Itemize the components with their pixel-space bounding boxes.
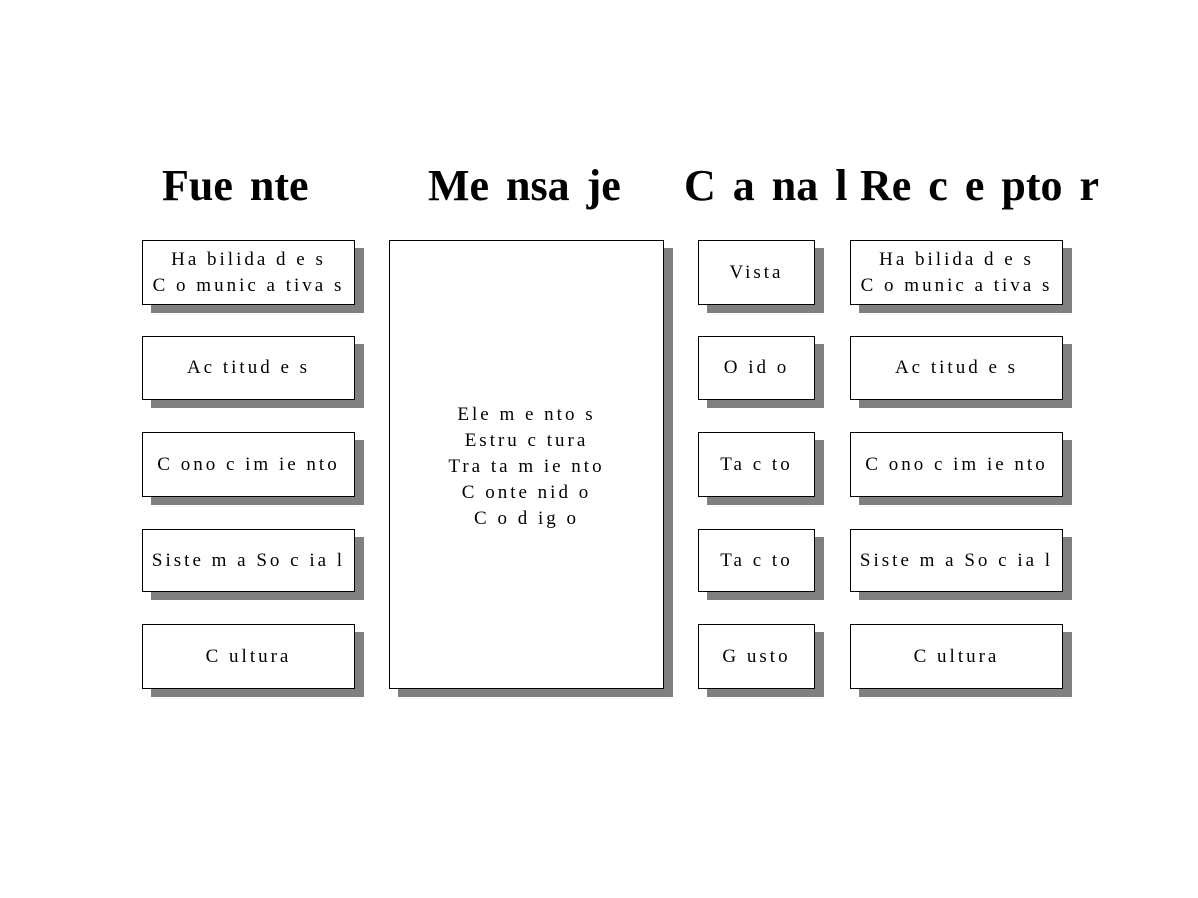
fuente-box-sistema-social: Siste m a So c ia l [142, 529, 355, 592]
heading-receptor: Re c e pto r [860, 161, 1100, 210]
receptor-box-cultura: C ultura [850, 624, 1063, 689]
fuente-box-conocimiento: C ono c im ie nto [142, 432, 355, 497]
fuente-box-habilidades: Ha bilida d e s C o munic a tiva s [142, 240, 355, 305]
canal-box-vista: Vista [698, 240, 815, 305]
canal-box-oido: O id o [698, 336, 815, 400]
receptor-box-actitudes: Ac titud e s [850, 336, 1063, 400]
canal-box-gusto: G usto [698, 624, 815, 689]
heading-fuente: Fue nte [162, 161, 309, 210]
receptor-box-conocimiento: C ono c im ie nto [850, 432, 1063, 497]
fuente-box-actitudes: Ac titud e s [142, 336, 355, 400]
canal-box-tacto-2: Ta c to [698, 529, 815, 592]
mensaje-box: Ele m e nto s Estru c tura Tra ta m ie n… [389, 240, 664, 689]
canal-box-tacto: Ta c to [698, 432, 815, 497]
receptor-box-habilidades: Ha bilida d e s C o munic a tiva s [850, 240, 1063, 305]
fuente-box-cultura: C ultura [142, 624, 355, 689]
heading-mensaje: Me nsa je [428, 161, 621, 210]
receptor-box-sistema-social: Siste m a So c ia l [850, 529, 1063, 592]
heading-canal: C a na l [684, 161, 848, 210]
